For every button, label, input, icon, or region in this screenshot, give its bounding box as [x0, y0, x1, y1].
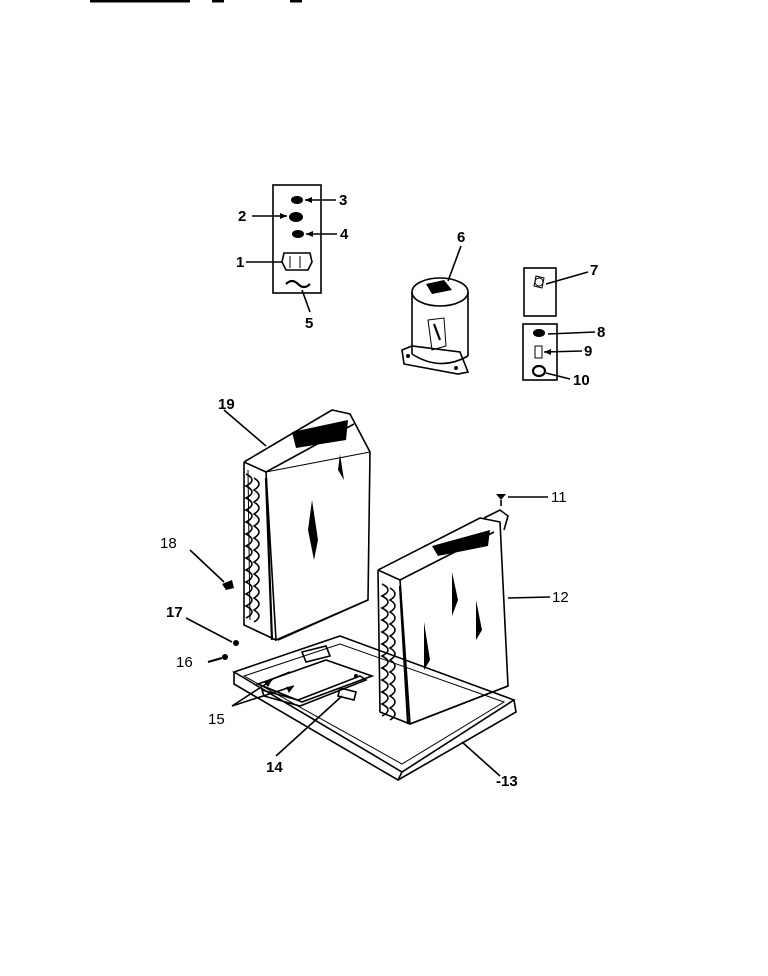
right-coil: [377, 509, 509, 726]
screw-11: [496, 494, 506, 506]
callout-15: 15: [208, 711, 225, 728]
callout-16: 16: [176, 654, 193, 671]
callout-7: 7: [590, 262, 598, 279]
callout-1: 1: [236, 254, 244, 271]
callout-18: 18: [160, 535, 177, 552]
callout-14: 14: [266, 759, 283, 776]
screw-16: [207, 654, 228, 664]
callout-6: 6: [457, 229, 465, 246]
callout-17: 17: [166, 604, 183, 621]
base-pan: [232, 635, 517, 782]
left-coil: [243, 409, 371, 642]
callout-3: 3: [339, 192, 347, 209]
callout-9: 9: [584, 343, 592, 360]
callout-10: 10: [573, 372, 590, 389]
callout-labels: 1 2 3 4 5 6 7 8 9 10 11 12 -13 14 15 16 …: [160, 192, 605, 790]
callout-13: -13: [496, 773, 518, 790]
compressor: [401, 277, 470, 375]
callout-4: 4: [340, 226, 349, 243]
callout-8: 8: [597, 324, 605, 341]
terminal-cover: [523, 267, 557, 317]
left-coil-tubes: [244, 473, 260, 623]
callout-11: 11: [551, 489, 567, 506]
callout-5: 5: [305, 315, 313, 332]
leader-lines: [185, 197, 596, 777]
callout-2: 2: [238, 208, 246, 225]
washer-17: [233, 640, 239, 646]
screw-18: [222, 580, 234, 590]
callout-12: 12: [552, 589, 569, 606]
control-panel: [272, 184, 322, 294]
callout-19: 19: [218, 396, 235, 413]
